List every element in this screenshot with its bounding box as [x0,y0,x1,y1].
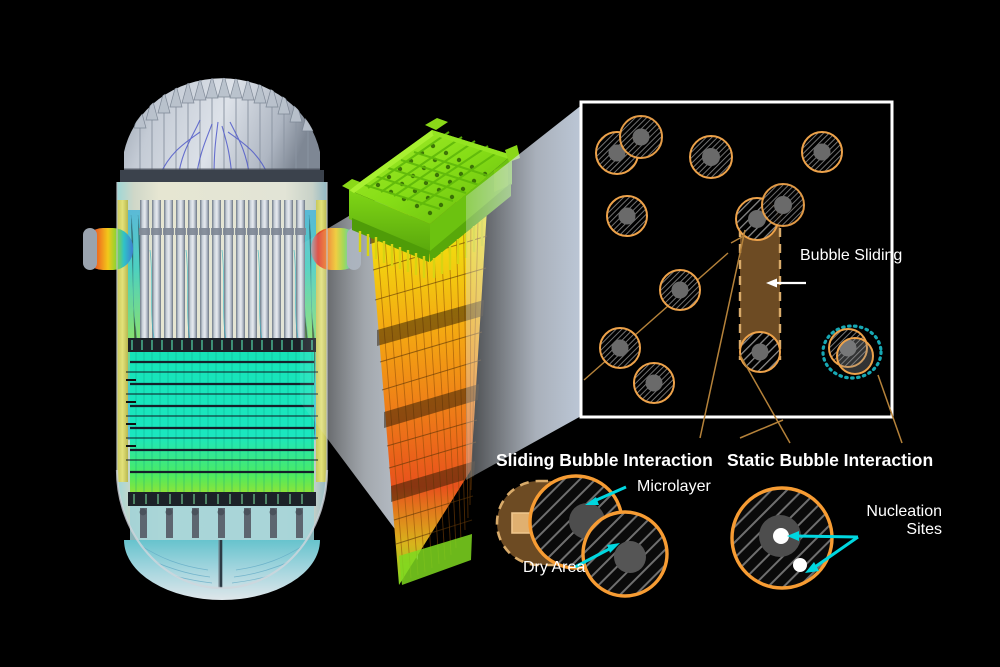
bubble [801,131,843,173]
bubble [836,337,874,375]
dry-area-arrow [574,543,620,569]
static-diagram-title: Static Bubble Interaction [727,450,934,470]
nucleation-sites-label: Nucleation Sites [866,503,942,539]
bubble [689,135,733,179]
nucleation-site-secondary [793,558,807,572]
bubble [659,269,701,311]
bubble-secondary [581,510,669,598]
inset-panel [579,100,894,419]
nucleation-arrows [787,531,859,573]
bubble-static [730,486,834,590]
bubble [599,327,641,369]
bubble [606,195,648,237]
dry-area-label: Dry Area [523,559,586,576]
microlayer-label: Microlayer [637,478,711,495]
bubble-sliding-arrow [766,278,806,288]
sliding-bubble-diagram [495,474,669,598]
microlayer-arrow [585,485,627,505]
reactor-nozzle-left [83,228,133,270]
bubble-sliding-label: Bubble Sliding [800,247,903,264]
bubble [619,115,663,159]
static-bubble-diagram [730,486,859,590]
nucleation-site-primary [773,528,789,544]
leader-lines [699,229,903,444]
sliding-diagram-title: Sliding Bubble Interaction [496,450,713,470]
bubble [739,331,781,373]
bubble [761,183,805,227]
bubble [633,362,675,404]
zoom-cone-assembly-to-inset [466,104,583,480]
